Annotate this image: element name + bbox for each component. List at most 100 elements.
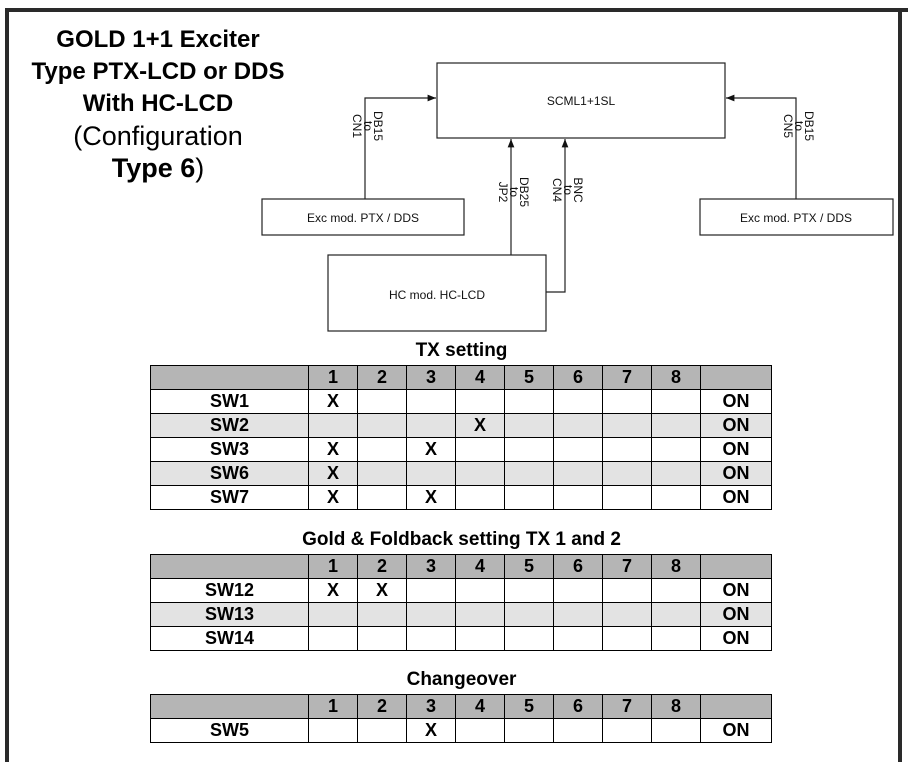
switch-cell [504, 413, 554, 438]
link-right [726, 94, 797, 199]
link-left [364, 94, 436, 199]
column-header [700, 554, 772, 579]
switch-cell [455, 578, 505, 603]
switch-cell [504, 578, 554, 603]
column-header: 1 [308, 694, 358, 719]
column-header: 3 [406, 554, 456, 579]
section-title: TX setting [415, 340, 508, 361]
switch-cell [553, 718, 603, 743]
switch-cell: X [308, 578, 358, 603]
column-header: 1 [308, 554, 358, 579]
switch-cell [504, 602, 554, 627]
svg-text:to: to [507, 187, 521, 197]
switch-name: SW1 [150, 389, 309, 414]
switch-state: ON [700, 389, 772, 414]
switch-cell: X [308, 461, 358, 486]
conn-right-label: DB15 to CN5 [781, 111, 816, 141]
switch-cell [455, 602, 505, 627]
switch-cell [651, 626, 701, 651]
switch-cell [651, 578, 701, 603]
exc-right-label: Exc mod. PTX / DDS [740, 211, 852, 225]
switch-cell [602, 578, 652, 603]
switch-cell [504, 389, 554, 414]
column-header: 2 [357, 365, 407, 390]
column-header: 3 [406, 365, 456, 390]
switch-cell [602, 718, 652, 743]
title-line-4: (Configuration [73, 121, 243, 151]
column-header: 2 [357, 554, 407, 579]
svg-text:DB15: DB15 [802, 111, 816, 141]
switch-name: SW14 [150, 626, 309, 651]
switch-state: ON [700, 718, 772, 743]
switch-cell [602, 626, 652, 651]
svg-text:JP2: JP2 [496, 182, 510, 203]
switch-cell [357, 437, 407, 462]
column-header: 7 [602, 554, 652, 579]
switch-cell: X [308, 485, 358, 510]
column-header [150, 365, 309, 390]
switch-cell [553, 626, 603, 651]
switch-state: ON [700, 461, 772, 486]
switch-cell [308, 602, 358, 627]
switch-cell [406, 602, 456, 627]
switch-cell [553, 602, 603, 627]
connection-diagram: SCML1+1SL Exc mod. PTX / DDS Exc mod. PT… [261, 62, 894, 332]
column-header: 6 [553, 694, 603, 719]
section-title: Gold & Foldback setting TX 1 and 2 [302, 529, 621, 550]
switch-cell [357, 602, 407, 627]
switch-cell [455, 718, 505, 743]
column-header [150, 554, 309, 579]
switch-cell [651, 389, 701, 414]
column-header: 1 [308, 365, 358, 390]
column-header: 2 [357, 694, 407, 719]
switch-state: ON [700, 578, 772, 603]
switch-cell [406, 626, 456, 651]
switch-cell [553, 485, 603, 510]
column-header: 5 [504, 694, 554, 719]
frame-top-line [5, 8, 908, 12]
conn-hc-bnc-label: BNC to CN4 [550, 177, 585, 203]
switch-cell [651, 437, 701, 462]
column-header: 6 [553, 365, 603, 390]
switch-cell [308, 626, 358, 651]
config-title: GOLD 1+1 Exciter Type PTX-LCD or DDS Wit… [8, 24, 308, 184]
switch-cell [651, 461, 701, 486]
switch-name: SW2 [150, 413, 309, 438]
switch-cell: X [406, 485, 456, 510]
svg-text:to: to [361, 121, 375, 131]
column-header: 7 [602, 365, 652, 390]
switch-cell [308, 718, 358, 743]
switch-cell [553, 437, 603, 462]
switch-cell [504, 437, 554, 462]
frame-left-line [5, 8, 9, 762]
switch-cell: X [308, 389, 358, 414]
switch-cell [357, 389, 407, 414]
switch-cell [602, 602, 652, 627]
column-header: 8 [651, 365, 701, 390]
svg-text:CN1: CN1 [350, 114, 364, 138]
switch-cell [553, 389, 603, 414]
switch-cell: X [406, 718, 456, 743]
switch-cell [602, 485, 652, 510]
column-header: 4 [455, 365, 505, 390]
section-title: Changeover [406, 669, 517, 690]
column-header [700, 694, 772, 719]
switch-state: ON [700, 437, 772, 462]
scml-label: SCML1+1SL [547, 94, 616, 108]
switch-cell [357, 485, 407, 510]
scml-box [436, 62, 726, 139]
switch-cell [504, 461, 554, 486]
column-header: 8 [651, 694, 701, 719]
switch-cell: X [308, 437, 358, 462]
switch-cell [553, 578, 603, 603]
title-line-3: With HC-LCD [82, 90, 234, 117]
